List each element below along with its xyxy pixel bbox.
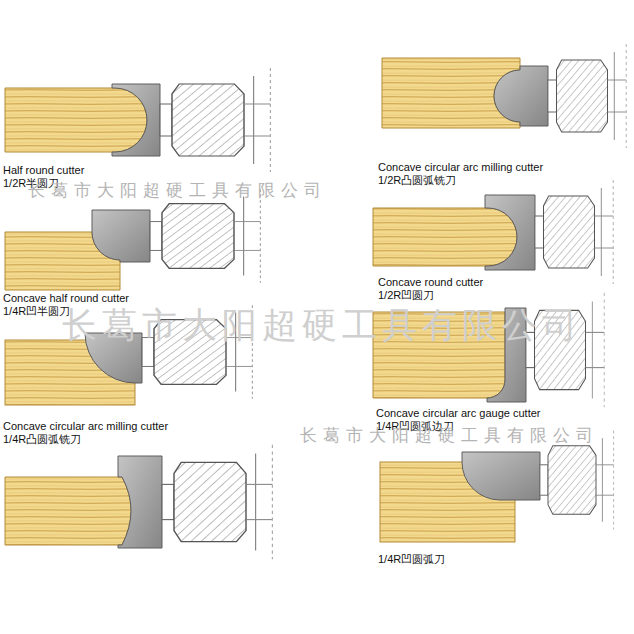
cutter-caption: Half round cutter — [3, 164, 84, 177]
cutter-shank — [162, 445, 272, 559]
cutter-blade — [494, 66, 548, 126]
cutter-caption: 1/4R凸圆弧铣刀 — [3, 433, 81, 446]
cutter-caption: Concave half round cutter — [3, 292, 129, 305]
cutter-blade — [92, 210, 150, 262]
wood-board — [373, 208, 517, 266]
cutter-blade — [485, 195, 535, 270]
cutter-caption: Concave circular arc milling cutter — [3, 420, 168, 433]
watermark-text: 长葛市大阳超硬工具有限公司 — [300, 426, 599, 446]
cutter-caption: 1/4R凹圆弧刀 — [378, 553, 445, 566]
wood-board — [5, 477, 131, 545]
cutter-blade — [112, 84, 160, 156]
wood-board — [5, 88, 147, 152]
cutter-blade — [462, 452, 540, 500]
cutter-blade — [118, 456, 162, 548]
cutter-caption: 1/4R凹半圆刀 — [3, 305, 70, 318]
cutter-caption: Concave circular arc milling cutter — [378, 161, 543, 174]
cutter-shank — [160, 68, 270, 172]
cutter-caption: Concave round cutter — [378, 276, 483, 289]
cutter-shank — [150, 189, 260, 283]
cutter-caption: Concave circular arc gauge cutter — [376, 407, 540, 420]
cutter-shank — [535, 180, 613, 284]
cutter-caption: 1/2R凸圆弧铣刀 — [378, 174, 456, 187]
cutter-caption: 1/2R凹圆刀 — [378, 289, 434, 302]
watermark-text: 长葛市大阳超硬工具有限公司 — [28, 181, 327, 201]
cutter-shank — [540, 431, 614, 530]
cutter-shank — [548, 44, 626, 148]
watermark-text: 长葛市大阳超硬工具有限公司 — [62, 306, 582, 344]
